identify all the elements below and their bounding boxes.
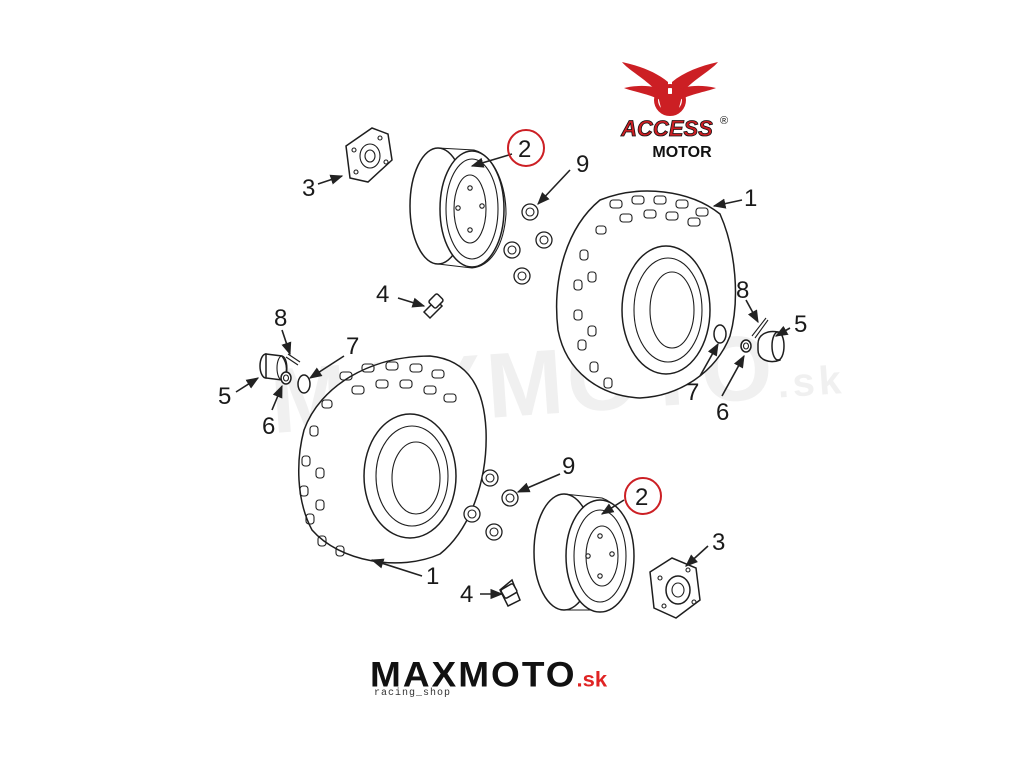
callout-left-washer: 7: [346, 333, 359, 360]
maxmoto-tagline: racing_shop: [374, 688, 452, 699]
valve-stem-bottom: [499, 578, 521, 608]
callout-top-rim: 2: [518, 136, 531, 163]
lug-nuts-top: [503, 203, 553, 285]
callout-bottom-valve: 4: [460, 581, 473, 608]
valve-stem-top: [422, 293, 444, 320]
registered-mark: ®: [720, 115, 728, 127]
callout-right-tire: 1: [744, 185, 757, 212]
callout-bottom-rim: 2: [635, 484, 648, 511]
callout-top-left-hub: 3: [302, 175, 315, 202]
tire-left: [298, 355, 487, 564]
callout-mid-valve: 4: [376, 281, 389, 308]
callout-left-pin: 8: [274, 305, 287, 332]
callout-left-cap: 5: [218, 383, 231, 410]
hub-plate-bottom: [649, 557, 701, 619]
callout-right-nut: 6: [716, 399, 729, 426]
maxmoto-logo: MAXMOTO.sk racing_shop: [370, 655, 680, 705]
rim-top: [409, 147, 507, 269]
hub-plate-top: [345, 127, 393, 183]
castle-nut-left: [280, 371, 292, 385]
brand-text-bottom: MOTOR: [652, 144, 712, 161]
winged-emblem-icon: [622, 62, 718, 116]
cotter-pin-left: [285, 353, 301, 366]
highlight-circle-top: [507, 129, 545, 167]
callout-labels: 3 2 9 1 4 8 5 7 6 8 7 5 6 9 2 3 1 4: [218, 136, 807, 608]
leader-lines: [235, 153, 791, 600]
maxmoto-main: MAXMOTO: [370, 655, 577, 695]
callout-top-nuts: 9: [576, 151, 589, 178]
callout-left-tire: 1: [426, 563, 439, 590]
callout-left-nut: 6: [262, 413, 275, 440]
maxmoto-suffix: .sk: [576, 667, 608, 692]
callout-bottom-nuts: 9: [562, 453, 575, 480]
rim-bottom: [533, 493, 635, 613]
castle-nut-right: [740, 339, 752, 353]
callout-bottom-hub: 3: [712, 529, 725, 556]
brand-text-top: ACCESS: [620, 116, 713, 141]
dust-cap-right: [757, 330, 785, 363]
washer-left: [297, 374, 311, 394]
cotter-pin-right: [751, 317, 769, 339]
callout-right-cap: 5: [794, 311, 807, 338]
tire-right: [555, 190, 737, 399]
highlight-circle-bottom: [624, 477, 662, 515]
callout-right-pin: 8: [736, 277, 749, 304]
lug-nuts-bottom: [463, 469, 519, 541]
callout-right-washer: 7: [686, 379, 699, 406]
maxmoto-wordmark: MAXMOTO.sk: [370, 656, 607, 699]
washer-right: [713, 324, 727, 344]
access-motor-logo: ACCESS ® MOTOR: [620, 62, 728, 161]
